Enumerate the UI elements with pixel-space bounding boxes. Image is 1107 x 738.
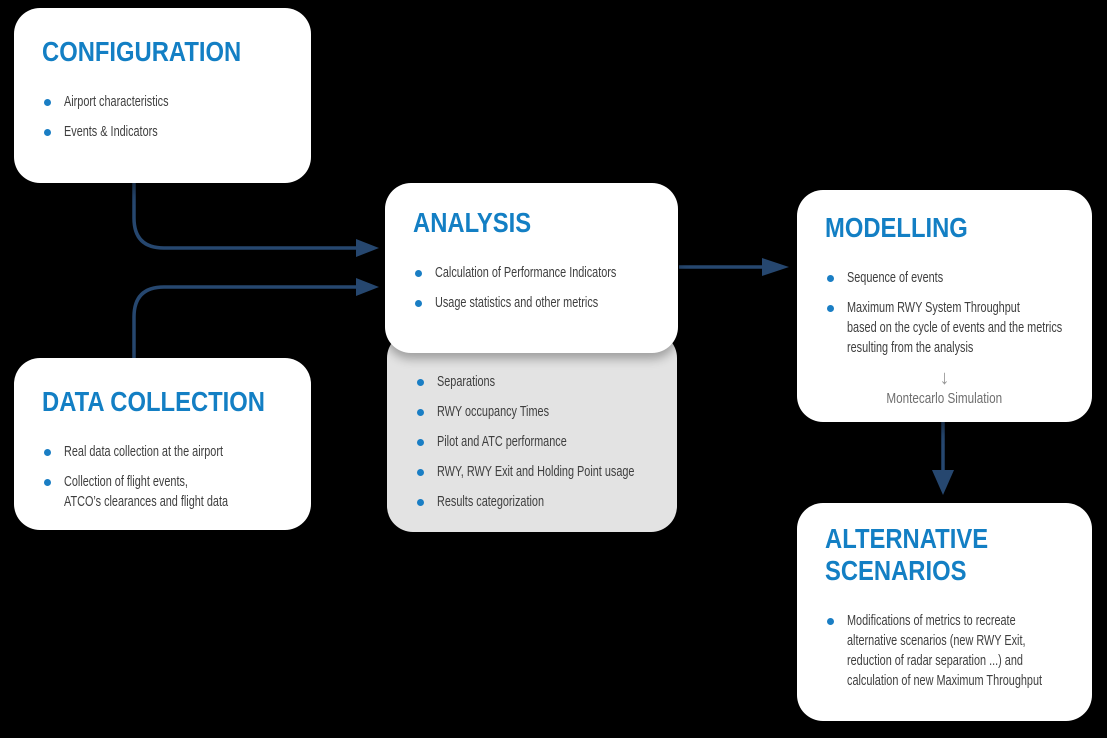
list-item: RWY occupancy Times (415, 402, 649, 422)
data-collection-box: DATA COLLECTION Real data collection at … (14, 358, 311, 530)
bullet-text: Pilot and ATC performance (437, 434, 567, 450)
bullet-icon (44, 449, 51, 456)
bullet-text: RWY occupancy Times (437, 404, 550, 420)
bullet-text: Sequence of events (847, 270, 944, 286)
list-item: Separations (415, 372, 649, 392)
configuration-title: CONFIGURATION (42, 36, 242, 67)
data-collection-title: DATA COLLECTION (42, 386, 265, 417)
bullet-text: Usage statistics and other metrics (435, 295, 599, 311)
alternative-scenarios-box: ALTERNATIVE SCENARIOS Modifications of m… (797, 503, 1092, 721)
analysis-details-panel: Separations RWY occupancy Times Pilot an… (387, 332, 677, 532)
bullet-text: Results categorization (437, 494, 545, 510)
bullet-text: Events & Indicators (64, 124, 158, 140)
bullet-icon (417, 439, 424, 446)
analysis-title: ANALYSIS (413, 207, 532, 238)
arrowhead-to-analysis-top (356, 239, 379, 257)
bullet-text: Real data collection at the airport (64, 444, 223, 460)
modelling-title: MODELLING (825, 212, 968, 243)
arrow-data-collection-to-analysis (132, 285, 357, 358)
list-item: Collection of flight events, ATCO’s clea… (42, 472, 283, 512)
bullet-icon (417, 499, 424, 506)
arrow-configuration-to-analysis (132, 183, 357, 250)
bullet-text: Airport characteristics (64, 94, 169, 110)
bullet-icon (417, 409, 424, 416)
bullet-icon (415, 270, 422, 277)
modelling-box: MODELLING Sequence of events Maximum RWY… (797, 190, 1092, 422)
arrowhead-to-analysis-bottom (356, 278, 379, 296)
bullet-text: Maximum RWY System Throughput based on t… (847, 300, 1063, 356)
bullet-text: Calculation of Performance Indicators (435, 265, 617, 281)
bullet-text: Collection of flight events, ATCO’s clea… (64, 474, 229, 510)
bullet-icon (827, 275, 834, 282)
bullet-icon (417, 469, 424, 476)
configuration-box: CONFIGURATION Airport characteristics Ev… (14, 8, 311, 183)
bullet-text: Separations (437, 374, 496, 390)
montecarlo-label: Montecarlo Simulation (886, 390, 1003, 407)
list-item: RWY, RWY Exit and Holding Point usage (415, 462, 649, 482)
analysis-box: ANALYSIS Calculation of Performance Indi… (385, 183, 678, 353)
list-item: Usage statistics and other metrics (413, 293, 650, 313)
list-item: Real data collection at the airport (42, 442, 283, 462)
down-arrow-icon: ↓ (939, 367, 950, 389)
list-item: Airport characteristics (42, 92, 283, 112)
montecarlo-label-wrap: Montecarlo Simulation (825, 390, 1064, 408)
list-item: Maximum RWY System Throughput based on t… (825, 298, 1064, 358)
alternative-scenarios-title: ALTERNATIVE SCENARIOS (825, 523, 989, 586)
list-item: Results categorization (415, 492, 649, 512)
bullet-icon (417, 379, 424, 386)
arrowhead-to-modelling (762, 258, 789, 276)
bullet-icon (827, 305, 834, 312)
bullet-text: Modifications of metrics to recreate alt… (847, 613, 1043, 689)
arrowhead-to-alternative (932, 470, 954, 495)
bullet-icon (44, 129, 51, 136)
bullet-icon (44, 99, 51, 106)
bullet-icon (44, 479, 51, 486)
bullet-icon (827, 618, 834, 625)
list-item: Sequence of events (825, 268, 1064, 288)
list-item: Modifications of metrics to recreate alt… (825, 611, 1064, 691)
bullet-text: RWY, RWY Exit and Holding Point usage (437, 464, 635, 480)
list-item: Events & Indicators (42, 122, 283, 142)
list-item: Calculation of Performance Indicators (413, 263, 650, 283)
bullet-icon (415, 300, 422, 307)
list-item: Pilot and ATC performance (415, 432, 649, 452)
